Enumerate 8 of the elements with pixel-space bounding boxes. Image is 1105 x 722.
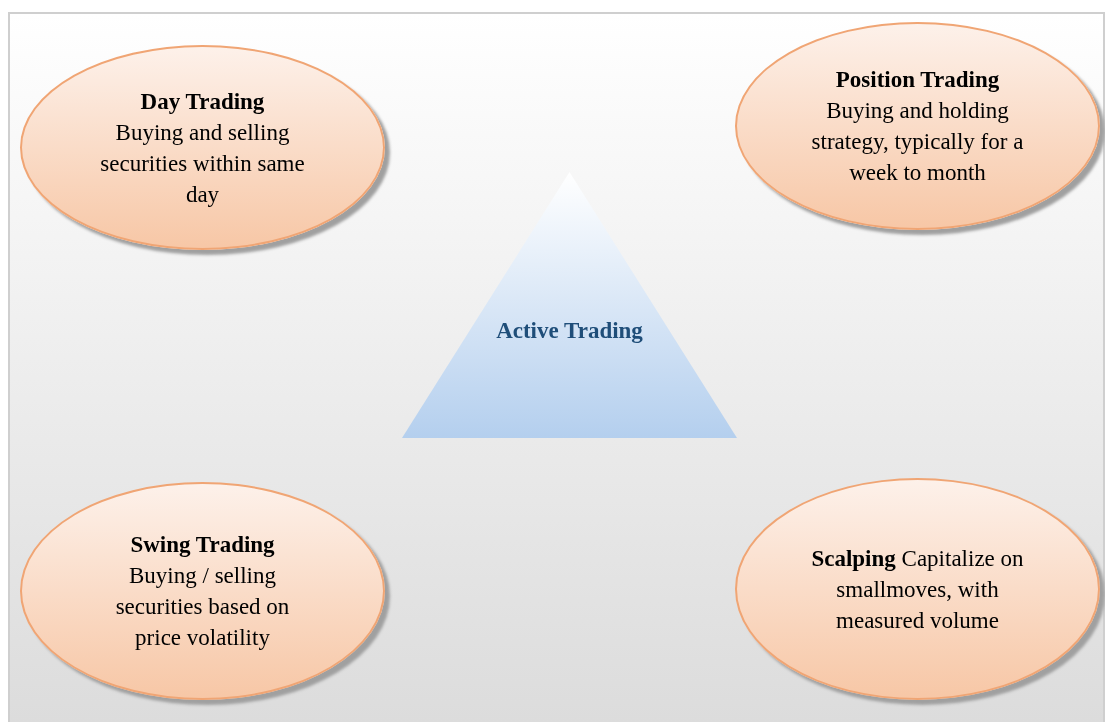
node-heading: Swing Trading (130, 531, 275, 559)
center-title: Active Trading (496, 316, 643, 345)
node-description: Buying and holding strategy, typically for a week to month (810, 97, 1025, 187)
node-description: Scalping Capitalize on smallmoves, with measured volume (810, 544, 1025, 635)
node-description: Buying / selling securities based on price volatility (114, 562, 291, 652)
node-description: Buying and selling securities within same day (99, 118, 306, 209)
node-heading: Day Trading (140, 87, 265, 116)
node-heading: Position Trading (835, 66, 1000, 94)
